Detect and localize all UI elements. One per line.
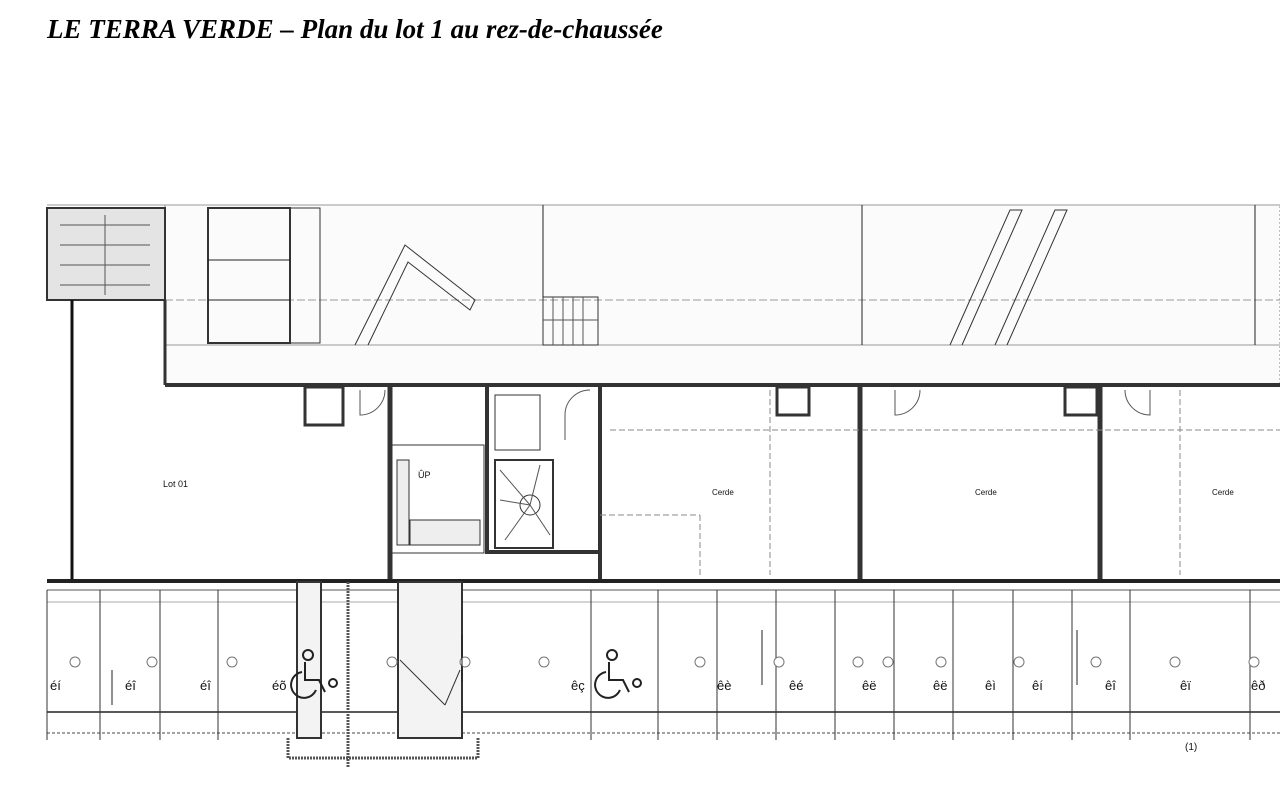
parking-spot-label: êë <box>933 678 947 693</box>
document-title: LE TERRA VERDE – Plan du lot 1 au rez-de… <box>47 14 663 44</box>
parking-spot-label: êé <box>789 678 803 693</box>
parking-spot-label: êè <box>717 678 731 693</box>
parking-spot-label: êð <box>1251 678 1265 693</box>
ramp <box>354 244 476 346</box>
parking-spot-label: êî <box>1105 678 1116 693</box>
upper-terrace-area <box>164 204 1280 386</box>
parking-spot-label: êï <box>1180 678 1191 693</box>
parking-spot-label: éõ <box>272 678 286 693</box>
parking-spot-label: êì <box>985 678 996 693</box>
parking-spot-label: éî <box>125 678 136 693</box>
parking-spot-label: éî <box>200 678 211 693</box>
room-label: Cerde <box>975 488 997 497</box>
parking-spot-label: êí <box>1032 678 1043 693</box>
wheelchair-icon <box>290 649 338 699</box>
room-label: Lot 01 <box>163 479 188 489</box>
parking-spot-label: êç <box>571 678 585 693</box>
parking-spot-label: éí <box>50 678 61 693</box>
stair-core <box>485 383 602 554</box>
footer-mark: (1) <box>1185 742 1197 753</box>
room-label: Cerde <box>1212 488 1234 497</box>
parking-spot-label: êë <box>862 678 876 693</box>
exterior-stairs <box>542 296 599 346</box>
stairwell-upper <box>46 207 166 301</box>
room-label: ÛP <box>418 470 431 480</box>
room-label: Cerde <box>712 488 734 497</box>
wheelchair-icon <box>594 649 642 699</box>
